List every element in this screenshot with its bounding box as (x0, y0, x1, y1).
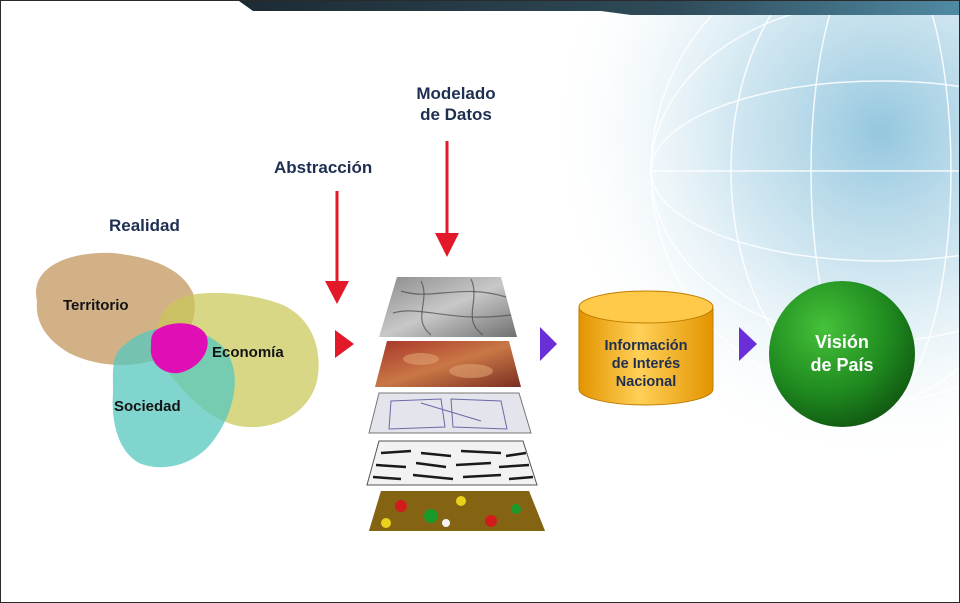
realidad-label: Realidad (109, 216, 180, 235)
layer-satellite (379, 277, 517, 337)
data-layer-stack (366, 277, 545, 531)
reality-venn-diagram (36, 252, 319, 468)
vision-label-line2: de País (810, 354, 874, 375)
overlap-region (150, 323, 208, 374)
modeling-arrow (435, 141, 459, 257)
sociedad-label: Sociedad (114, 398, 181, 415)
layer-terrain (375, 341, 521, 387)
vision-label-line1: Visión (815, 332, 869, 352)
modelado-label-line2: de Datos (420, 105, 492, 125)
right-arrow-red (335, 330, 354, 358)
right-arrow-purple-1 (540, 327, 557, 361)
abstraccion-label: Abstracción (274, 158, 373, 177)
modelado-label: Modelado de Datos (401, 83, 511, 126)
modelado-label-line1: Modelado (416, 84, 496, 103)
sociedad-blob (112, 327, 235, 468)
right-arrow-purple-2 (739, 327, 757, 361)
vision-label: Visión de País (782, 331, 902, 376)
header-bar (239, 1, 959, 15)
layer-cadastral-map (368, 392, 532, 434)
database-label-line3: Nacional (615, 374, 677, 391)
database-label-line2: de Interés (611, 356, 681, 373)
territorio-label: Territorio (63, 297, 129, 314)
economia-label: Economía (212, 344, 284, 361)
database-label: Información de Interés Nacional (579, 337, 713, 391)
database-cylinder (578, 290, 714, 406)
vision-sphere (769, 281, 915, 427)
abstraction-arrow (325, 191, 349, 304)
database-label-line1: Información (604, 338, 688, 354)
